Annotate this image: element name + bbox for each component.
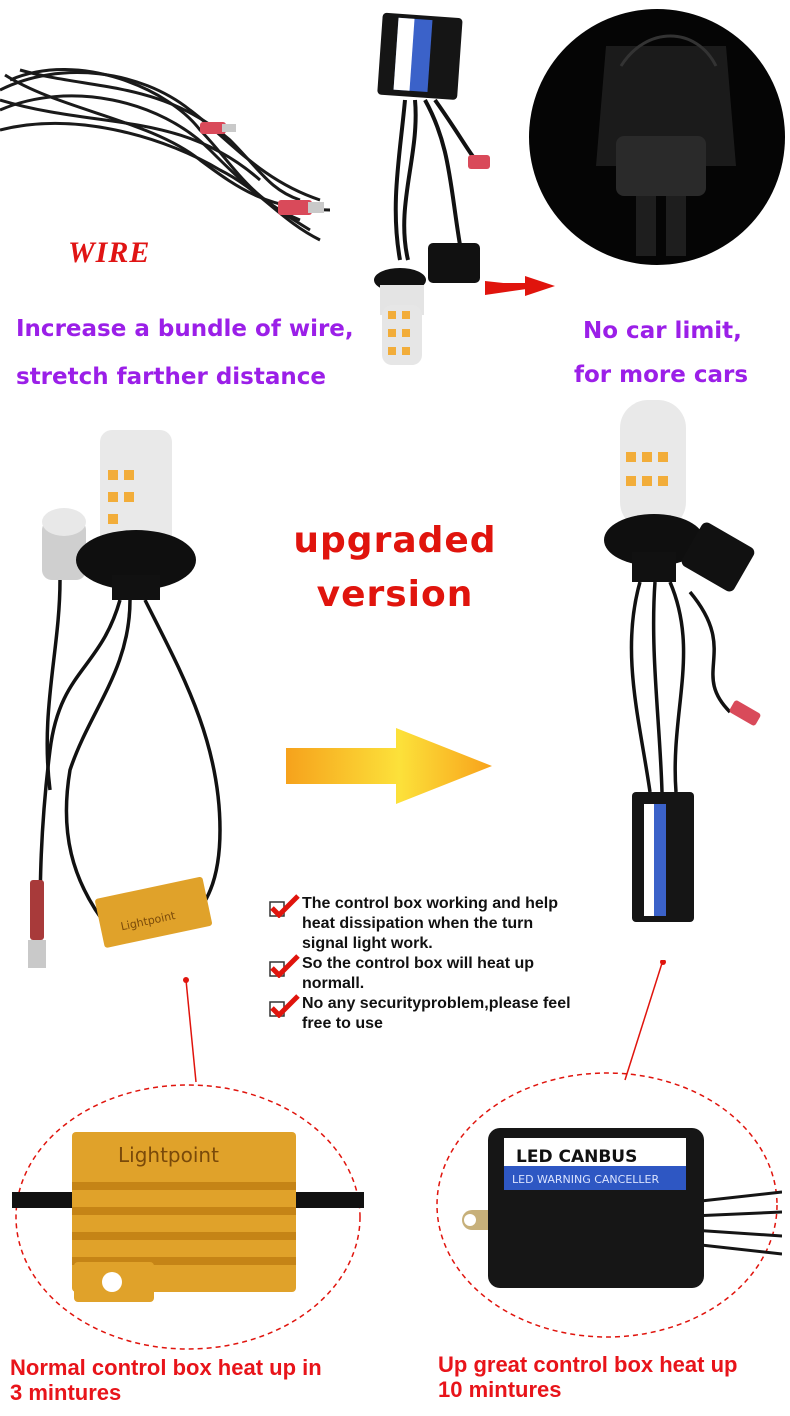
feature-text: The control box working and help heat di… [302,895,559,952]
feature-text: So the control box will heat up normall. [302,955,535,992]
old-box-caption-line1: Normal control box heat up in [10,1355,322,1380]
new-box-label-top: LED CANBUS [516,1147,637,1167]
upgraded-version-line1: upgraded [293,520,497,561]
checkmark-icon [269,894,300,918]
wire-description-line1: Increase a bundle of wire, [16,316,354,342]
callout-lines [183,960,666,1083]
no-limit-line1: No car limit, [583,318,742,344]
new-box-label-bottom: LED WARNING CANCELLER [512,1173,659,1186]
old-box-brand: Lightpoint [118,1143,219,1167]
checkmark-icon [269,994,300,1018]
feature-item: So the control box will heat up normall. [268,954,578,994]
wire-title: WIRE [68,236,151,269]
old-box-caption: Normal control box heat up in 3 mintures [10,1355,322,1405]
feature-list: The control box working and help heat di… [268,894,578,1034]
upgrade-arrow-icon [286,728,492,804]
new-box-closeup-image: LED CANBUS LED WARNING CANCELLER [436,1072,782,1338]
new-box-caption-line1: Up great control box heat up [438,1352,738,1377]
checkmark-icon [269,954,300,978]
feature-text: No any securityproblem,please feel free … [302,995,571,1032]
old-box-closeup-image: Lightpoint [12,1084,364,1350]
canbus-bulb-image [374,12,530,365]
old-version-bulb-image: Lightpoint [28,430,222,968]
feature-item: The control box working and help heat di… [268,894,578,954]
red-arrow-icon [485,276,555,296]
new-box-caption-line2: 10 mintures [438,1377,562,1402]
upgraded-bulb-image [604,400,761,922]
wire-description-line2: stretch farther distance [16,364,326,390]
upgraded-version-line2: version [316,574,474,615]
feature-item: No any securityproblem,please feel free … [268,994,578,1034]
socket-closeup-image [529,9,785,265]
no-limit-line2: for more cars [574,362,749,388]
new-box-caption: Up great control box heat up 10 mintures [438,1352,737,1402]
wire-bundle-image [0,68,331,242]
old-box-caption-line2: 3 mintures [10,1380,122,1405]
